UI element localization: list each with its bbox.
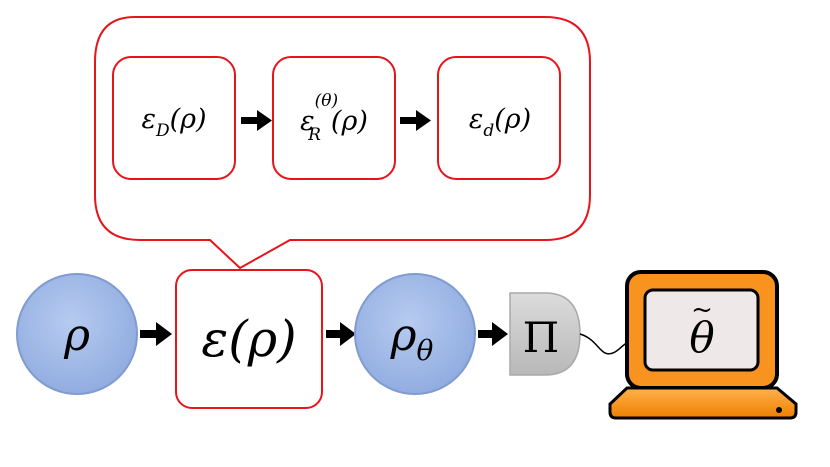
arrow-input-to-channel — [140, 322, 172, 346]
callout-arrow-1 — [241, 110, 272, 131]
estimate-accent: ~ — [691, 295, 713, 325]
stage-label-D: εD(ρ) — [141, 104, 206, 141]
arrow-output-to-detector — [478, 322, 508, 346]
detector-cable — [579, 333, 633, 355]
stage-label-R: ε(θ)R(ρ) — [300, 91, 368, 145]
stage-box-d — [437, 56, 561, 180]
stage-label-d: εd(ρ) — [469, 104, 531, 141]
callout-arrow-2 — [400, 110, 431, 131]
channel-label: ε(ρ) — [201, 310, 296, 368]
input-state-circle — [16, 273, 138, 395]
estimate-label: θ — [689, 313, 714, 362]
laptop-icon — [608, 270, 798, 420]
output-state-label: ρθ — [390, 310, 434, 367]
output-state-circle — [354, 273, 476, 395]
channel-callout-bubble — [94, 16, 591, 270]
input-state-label: ρ — [63, 310, 90, 361]
arrow-channel-to-output — [326, 322, 356, 346]
stage-box-R — [272, 56, 396, 180]
measurement-label: Π — [523, 313, 560, 362]
stage-box-D — [112, 56, 236, 180]
channel-box — [175, 269, 323, 409]
